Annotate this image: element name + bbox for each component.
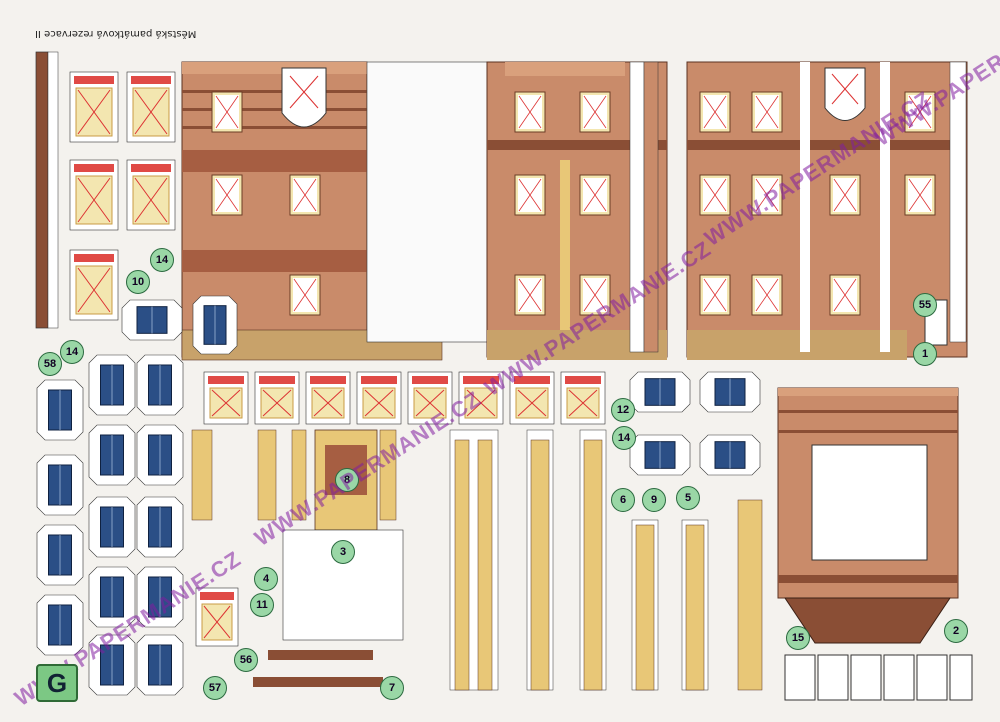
facade-window bbox=[699, 274, 731, 316]
crossed-window-piece bbox=[69, 159, 119, 231]
part-number-badge: 6 bbox=[611, 488, 635, 512]
octagon-window-piece bbox=[699, 371, 761, 413]
part-number-badge: 12 bbox=[611, 398, 635, 422]
octagon-window-piece bbox=[629, 434, 691, 476]
part-number-badge: 58 bbox=[38, 352, 62, 376]
octagon-window-piece bbox=[36, 594, 84, 656]
octagon-window-piece bbox=[192, 295, 238, 355]
part-number-badge: 8 bbox=[335, 468, 359, 492]
part-number-badge: 57 bbox=[203, 676, 227, 700]
part-number-badge: 15 bbox=[786, 626, 810, 650]
columns-group bbox=[191, 429, 763, 691]
facade-window bbox=[514, 91, 546, 133]
part-number-badge: 7 bbox=[380, 676, 404, 700]
facade-window bbox=[829, 274, 861, 316]
octagon-window-piece bbox=[629, 371, 691, 413]
facade-panel-bottom-right bbox=[777, 387, 959, 644]
part-number-badge: 3 bbox=[331, 540, 355, 564]
crossed-window-piece bbox=[509, 371, 555, 425]
facade-window bbox=[751, 174, 783, 216]
octagon-window-piece bbox=[88, 424, 136, 486]
crossed-window-piece bbox=[126, 71, 176, 143]
crossed-window-piece bbox=[458, 371, 504, 425]
part-number-badge: 11 bbox=[250, 593, 274, 617]
octagon-window-pieces bbox=[36, 295, 761, 696]
octagon-window-piece bbox=[136, 496, 184, 558]
left-strip-flap bbox=[47, 51, 59, 329]
crossed-window-piece bbox=[203, 371, 249, 425]
part-number-badge: 1 bbox=[913, 342, 937, 366]
left-strip bbox=[35, 51, 49, 329]
facade-window bbox=[211, 174, 243, 216]
part-number-badge: 55 bbox=[913, 293, 937, 317]
part-number-badge: 4 bbox=[254, 567, 278, 591]
facade-window bbox=[699, 174, 731, 216]
facade-window bbox=[289, 274, 321, 316]
octagon-window-piece bbox=[88, 634, 136, 696]
part-number-badge: 14 bbox=[150, 248, 174, 272]
crossed-window-piece bbox=[305, 371, 351, 425]
facade-window bbox=[904, 174, 936, 216]
crossed-window-piece bbox=[356, 371, 402, 425]
facade-window bbox=[211, 91, 243, 133]
facade-window bbox=[699, 91, 731, 133]
octagon-window-piece bbox=[36, 454, 84, 516]
facade-panel-middle bbox=[486, 61, 668, 360]
crossed-window-piece bbox=[69, 71, 119, 143]
sheet-title: Městská památková rezervace II bbox=[35, 28, 197, 39]
facade-window bbox=[829, 174, 861, 216]
facade-window bbox=[514, 274, 546, 316]
facade-window bbox=[904, 91, 936, 133]
octagon-window-piece bbox=[121, 299, 183, 341]
octagon-window-piece bbox=[88, 496, 136, 558]
part-number-badge: 9 bbox=[642, 488, 666, 512]
facade-window bbox=[751, 91, 783, 133]
crossed-window-piece bbox=[560, 371, 606, 425]
facade-window bbox=[579, 91, 611, 133]
part-number-badge: 14 bbox=[612, 426, 636, 450]
facade-window bbox=[514, 174, 546, 216]
crossed-window-piece bbox=[195, 587, 239, 647]
part-number-badge: 56 bbox=[234, 648, 258, 672]
facade-windows bbox=[211, 91, 936, 316]
window-pieces bbox=[69, 71, 606, 647]
octagon-window-piece bbox=[88, 566, 136, 628]
crossed-window-piece bbox=[126, 159, 176, 231]
facade-window bbox=[289, 174, 321, 216]
facade-window bbox=[579, 174, 611, 216]
facade-window bbox=[751, 274, 783, 316]
crossed-window-piece bbox=[407, 371, 453, 425]
crossed-window-piece bbox=[254, 371, 300, 425]
small-pieces-bottom bbox=[784, 299, 973, 701]
octagon-window-piece bbox=[36, 524, 84, 586]
facade-window bbox=[579, 274, 611, 316]
part-number-badge: 2 bbox=[944, 619, 968, 643]
octagon-window-piece bbox=[88, 354, 136, 416]
octagon-window-piece bbox=[36, 379, 84, 441]
octagon-window-piece bbox=[136, 424, 184, 486]
crossed-window-piece bbox=[69, 249, 119, 321]
octagon-window-piece bbox=[699, 434, 761, 476]
octagon-window-piece bbox=[136, 354, 184, 416]
part-number-badge: 10 bbox=[126, 270, 150, 294]
part-number-badge: 14 bbox=[60, 340, 84, 364]
sheet-letter-badge: G bbox=[36, 664, 78, 702]
part-number-badge: 5 bbox=[676, 486, 700, 510]
octagon-window-piece bbox=[136, 566, 184, 628]
octagon-window-piece bbox=[136, 634, 184, 696]
